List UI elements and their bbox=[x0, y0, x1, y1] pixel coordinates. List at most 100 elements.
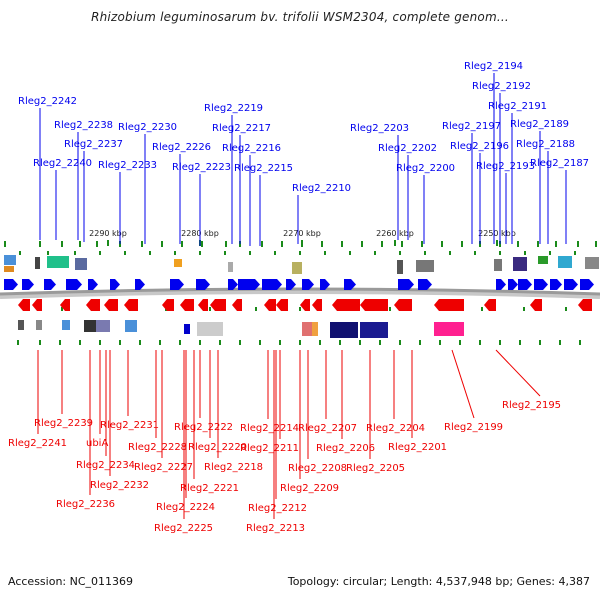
forward-gene-label: Rleg2_2196 bbox=[450, 141, 509, 152]
reverse-gene-label: Rleg2_2204 bbox=[366, 423, 425, 434]
feature-tick bbox=[209, 307, 211, 311]
feature-tick bbox=[324, 251, 326, 255]
feature-tick bbox=[524, 251, 526, 255]
reverse-gene-label: Rleg2_2228 bbox=[128, 442, 187, 453]
feature-tick bbox=[441, 241, 443, 247]
feature-box bbox=[174, 259, 182, 267]
feature-tick bbox=[499, 251, 501, 255]
scale-tick-label: 2270 kbp bbox=[283, 229, 321, 238]
feature-tick bbox=[499, 340, 501, 345]
feature-tick bbox=[19, 251, 21, 255]
feature-tick bbox=[299, 251, 301, 255]
feature-box bbox=[18, 320, 24, 330]
reverse-gene-label: Rleg2_2208 bbox=[288, 463, 347, 474]
forward-gene-arrow bbox=[580, 279, 594, 290]
reverse-gene-label: Rleg2_2207 bbox=[298, 423, 357, 434]
accession-text: Accession: NC_011369 bbox=[8, 575, 134, 588]
feature-tick bbox=[119, 340, 121, 345]
reverse-gene-label: Rleg2_2201 bbox=[388, 442, 447, 453]
feature-tick bbox=[4, 241, 6, 247]
reverse-gene-label: Rleg2_2239 bbox=[34, 418, 93, 429]
feature-tick bbox=[574, 251, 576, 255]
feature-box bbox=[434, 322, 464, 336]
feature-box bbox=[36, 320, 42, 330]
feature-tick bbox=[339, 340, 341, 345]
reverse-gene-arrow bbox=[198, 299, 208, 311]
feature-tick bbox=[99, 340, 101, 345]
feature-tick bbox=[74, 251, 76, 255]
feature-box bbox=[397, 260, 403, 274]
feature-tick bbox=[439, 340, 441, 345]
feature-tick bbox=[401, 241, 403, 247]
forward-gene-label: Rleg2_2203 bbox=[350, 123, 409, 134]
reverse-gene-arrow bbox=[394, 299, 412, 311]
feature-tick bbox=[565, 307, 567, 311]
feature-tick bbox=[381, 241, 383, 247]
reverse-gene-arrow bbox=[264, 299, 276, 311]
reverse-gene-arrow bbox=[530, 299, 542, 311]
feature-box bbox=[47, 256, 69, 268]
feature-tick bbox=[174, 251, 176, 255]
forward-gene-arrow bbox=[4, 279, 18, 290]
reverse-gene-label: Rleg2_2227 bbox=[134, 462, 193, 473]
forward-gene-label: Rleg2_2188 bbox=[516, 139, 575, 150]
forward-gene-arrow bbox=[534, 279, 548, 290]
reverse-gene-label: Rleg2_2221 bbox=[180, 483, 239, 494]
feature-box bbox=[184, 324, 190, 334]
feature-box bbox=[312, 322, 318, 336]
reverse-gene-arrow bbox=[300, 299, 310, 311]
feature-tick bbox=[595, 241, 597, 247]
forward-gene-label: Rleg2_2238 bbox=[54, 120, 113, 131]
forward-gene-label: Rleg2_2242 bbox=[18, 96, 77, 107]
forward-gene-arrow bbox=[170, 279, 184, 290]
feature-tick bbox=[141, 241, 143, 247]
feature-tick bbox=[249, 251, 251, 255]
reverse-gene-label: Rleg2_2234 bbox=[76, 460, 135, 471]
reverse-gene-arrow bbox=[60, 299, 70, 311]
feature-tick bbox=[349, 251, 351, 255]
forward-gene-label: Rleg2_2193 bbox=[476, 161, 535, 172]
feature-box bbox=[75, 258, 87, 270]
reverse-strand-layer bbox=[18, 299, 592, 338]
forward-gene-arrow bbox=[22, 279, 34, 290]
forward-gene-arrow bbox=[550, 279, 562, 290]
forward-gene-arrow bbox=[110, 279, 120, 290]
feature-tick bbox=[299, 340, 301, 345]
feature-tick bbox=[474, 251, 476, 255]
feature-tick bbox=[79, 241, 81, 247]
feature-tick bbox=[59, 340, 61, 345]
forward-gene-arrow bbox=[518, 279, 532, 290]
forward-gene-arrow bbox=[320, 279, 330, 290]
feature-tick bbox=[579, 340, 581, 345]
reverse-gene-leader bbox=[451, 349, 475, 419]
feature-tick bbox=[124, 251, 126, 255]
forward-gene-label: Rleg2_2217 bbox=[212, 123, 271, 134]
feature-tick bbox=[96, 241, 98, 247]
feature-tick bbox=[577, 241, 579, 247]
feature-tick bbox=[361, 241, 363, 247]
feature-tick bbox=[199, 340, 201, 345]
feature-box bbox=[538, 256, 548, 264]
feature-tick bbox=[321, 241, 323, 247]
forward-gene-label: Rleg2_2187 bbox=[530, 158, 589, 169]
forward-gene-arrow bbox=[496, 279, 506, 290]
feature-tick bbox=[274, 251, 276, 255]
feature-tick bbox=[181, 241, 183, 247]
feature-tick bbox=[549, 251, 551, 255]
feature-box bbox=[96, 320, 110, 332]
feature-tick bbox=[539, 340, 541, 345]
forward-gene-label: Rleg2_2202 bbox=[378, 143, 437, 154]
forward-gene-label: Rleg2_2210 bbox=[292, 183, 351, 194]
reverse-gene-label: Rleg2_2222 bbox=[174, 422, 233, 433]
feature-tick bbox=[461, 241, 463, 247]
reverse-gene-arrow bbox=[578, 299, 592, 311]
feature-tick bbox=[459, 340, 461, 345]
forward-gene-label: Rleg2_2230 bbox=[118, 122, 177, 133]
feature-tick bbox=[61, 307, 63, 311]
reverse-gene-label: Rleg2_2205 bbox=[346, 463, 405, 474]
forward-gene-arrow bbox=[228, 279, 238, 290]
forward-gene-label: Rleg2_2191 bbox=[488, 101, 547, 112]
forward-gene-label: Rleg2_2194 bbox=[464, 61, 523, 72]
feature-box bbox=[35, 257, 40, 269]
reverse-gene-label: Rleg2_2209 bbox=[280, 483, 339, 494]
